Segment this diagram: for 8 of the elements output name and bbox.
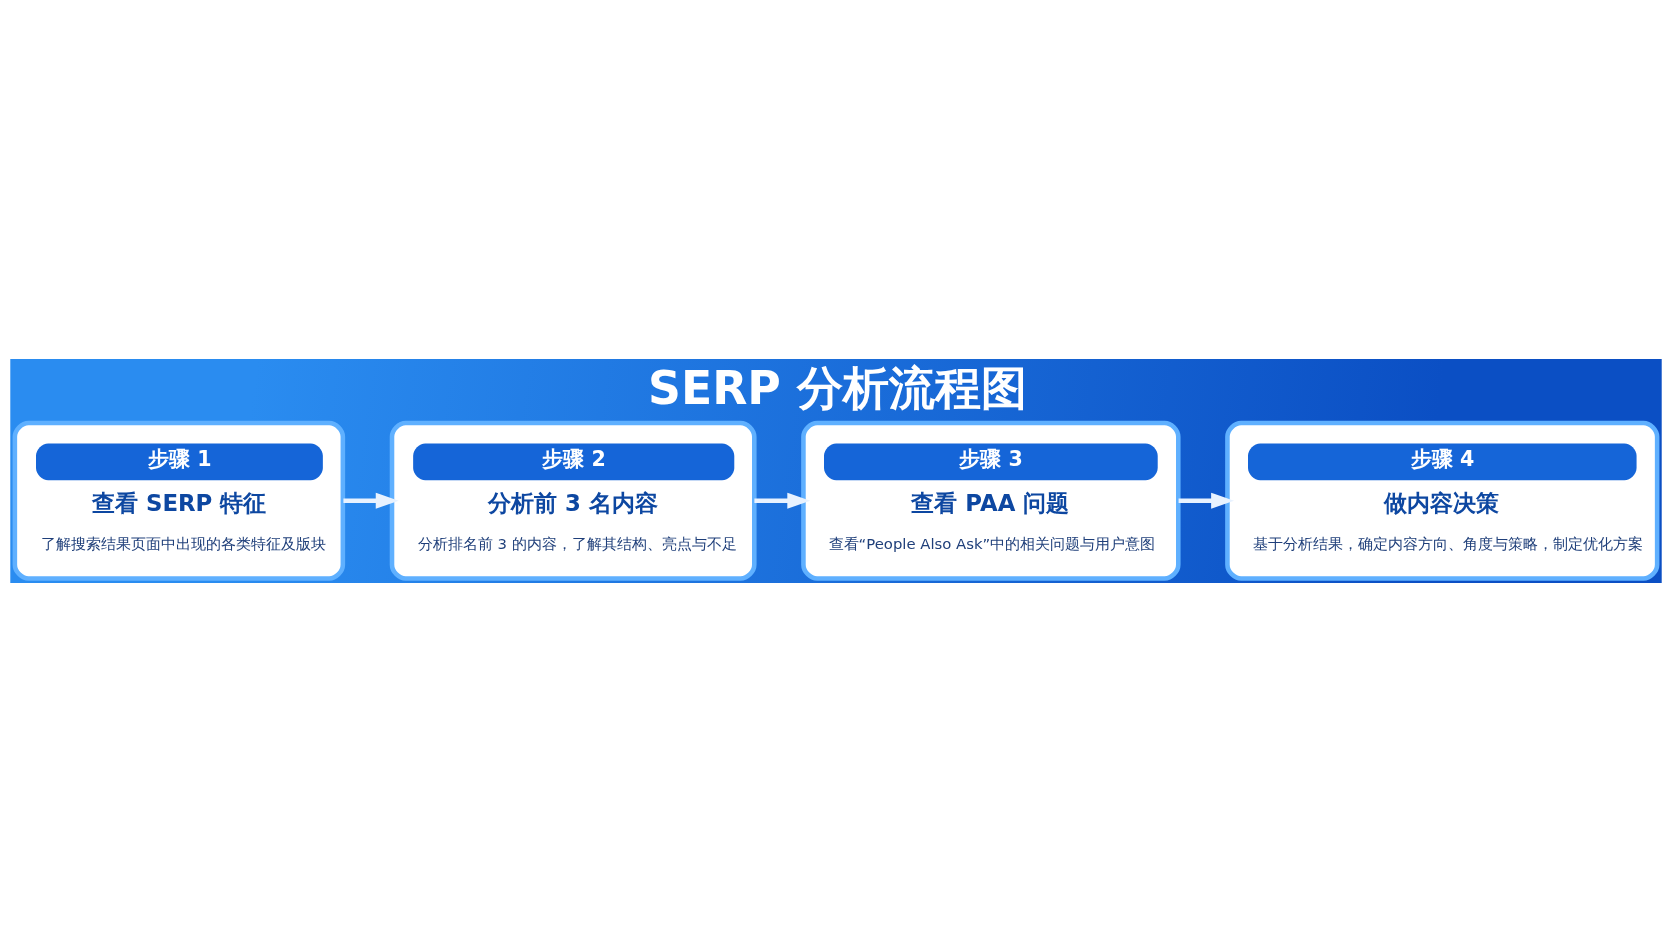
diagram-title: SERP 分析流程图 (648, 361, 1027, 415)
node-box: 步骤 3 查看 PAA 问题 查看“People Also Ask”中的相关问题与用户意图 (801, 420, 1181, 581)
node-box: 步骤 4 做内容决策 基于分析结果，确定内容方向、角度与策略，制定优化方案 (1225, 420, 1660, 581)
arrow (754, 492, 811, 509)
arrow (1178, 492, 1235, 509)
node-box: 步骤 1 查看 SERP 特征 了解搜索结果页面中出现的各类特征及版块 (12, 420, 346, 581)
arrow (343, 492, 399, 509)
node-box: 步骤 2 分析前 3 名内容 分析排名前 3 的内容，了解其结构、亮点与不足 (389, 420, 757, 581)
